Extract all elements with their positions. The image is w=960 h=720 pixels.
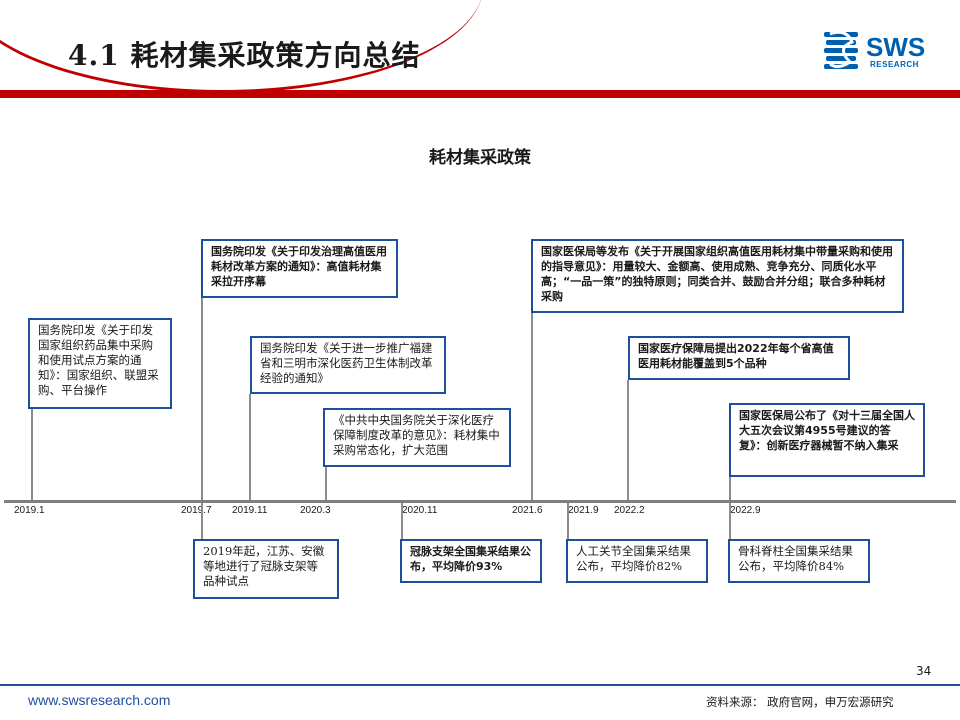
timeline-axis — [4, 500, 956, 503]
connector-line — [729, 476, 731, 500]
header-bar — [0, 90, 960, 98]
tick-label: 2019.11 — [232, 505, 268, 516]
connector-line — [201, 297, 203, 500]
connector-line — [627, 380, 629, 500]
event-box-2020-3: 《中共中央国务院关于深化医疗保障制度改革的意见》：耗材集中采购常态化，扩大范围 — [323, 408, 511, 467]
connector-line — [249, 394, 251, 500]
tick-label: 2019.1 — [14, 505, 45, 516]
event-box-below-2022-9: 骨科脊柱全国集采结果公布，平均降价84% — [728, 539, 870, 583]
event-box-below-2020-11: 冠脉支架全国集采结果公布，平均降价93% — [400, 539, 542, 583]
event-box-2022-9: 国家医保局公布了《对十三届全国人大五次会议第4955号建议的答复》：创新医疗器械… — [729, 403, 925, 477]
event-box-2019-7: 国务院印发《关于印发治理高值医用耗材改革方案的通知》：高值耗材集采拉开序幕 — [201, 239, 398, 298]
page-title: 4.1 耗材集采政策方向总结 — [68, 39, 421, 72]
event-box-below-2019: 2019年起，江苏、安徽等地进行了冠脉支架等品种试点 — [193, 539, 339, 599]
tick-label: 2021.9 — [568, 505, 599, 516]
connector-line — [729, 503, 731, 539]
tick-label: 2020.11 — [402, 505, 438, 516]
event-box-2019-11: 国务院印发《关于进一步推广福建省和三明市深化医药卫生体制改革经验的通知》 — [250, 336, 446, 394]
connector-line — [567, 503, 569, 539]
footer-divider — [0, 684, 960, 686]
page-number: 34 — [916, 664, 932, 678]
logo-wordmark: SWS — [866, 32, 926, 62]
connector-line — [531, 312, 533, 500]
event-box-2019-1: 国务院印发《关于印发国家组织药品集中采购和使用试点方案的通知》：国家组织、联盟采… — [28, 318, 172, 409]
event-box-2022-2: 国家医疗保障局提出2022年每个省高值医用耗材能覆盖到5个品种 — [628, 336, 850, 380]
connector-line — [201, 503, 203, 539]
tick-label: 2021.6 — [512, 505, 543, 516]
footer-source: 资料来源： 政府官网，申万宏源研究 — [706, 695, 894, 709]
connector-line — [31, 408, 33, 500]
connector-line — [401, 503, 403, 539]
tick-label: 2020.3 — [300, 505, 331, 516]
chart-title: 耗材集采政策 — [429, 148, 531, 168]
tick-label: 2022.2 — [614, 505, 645, 516]
footer-url-link[interactable]: www.swsresearch.com — [28, 692, 171, 708]
logo-subtext: RESEARCH — [870, 60, 919, 69]
connector-line — [325, 466, 327, 500]
tick-label: 2022.9 — [730, 505, 761, 516]
tick-label: 2019.7 — [181, 505, 212, 516]
sws-logo-icon — [824, 30, 858, 69]
event-box-below-2021-9: 人工关节全国集采结果公布，平均降价82% — [566, 539, 708, 583]
event-box-2021-6: 国家医保局等发布《关于开展国家组织高值医用耗材集中带量采购和使用的指导意见》：用… — [531, 239, 904, 313]
